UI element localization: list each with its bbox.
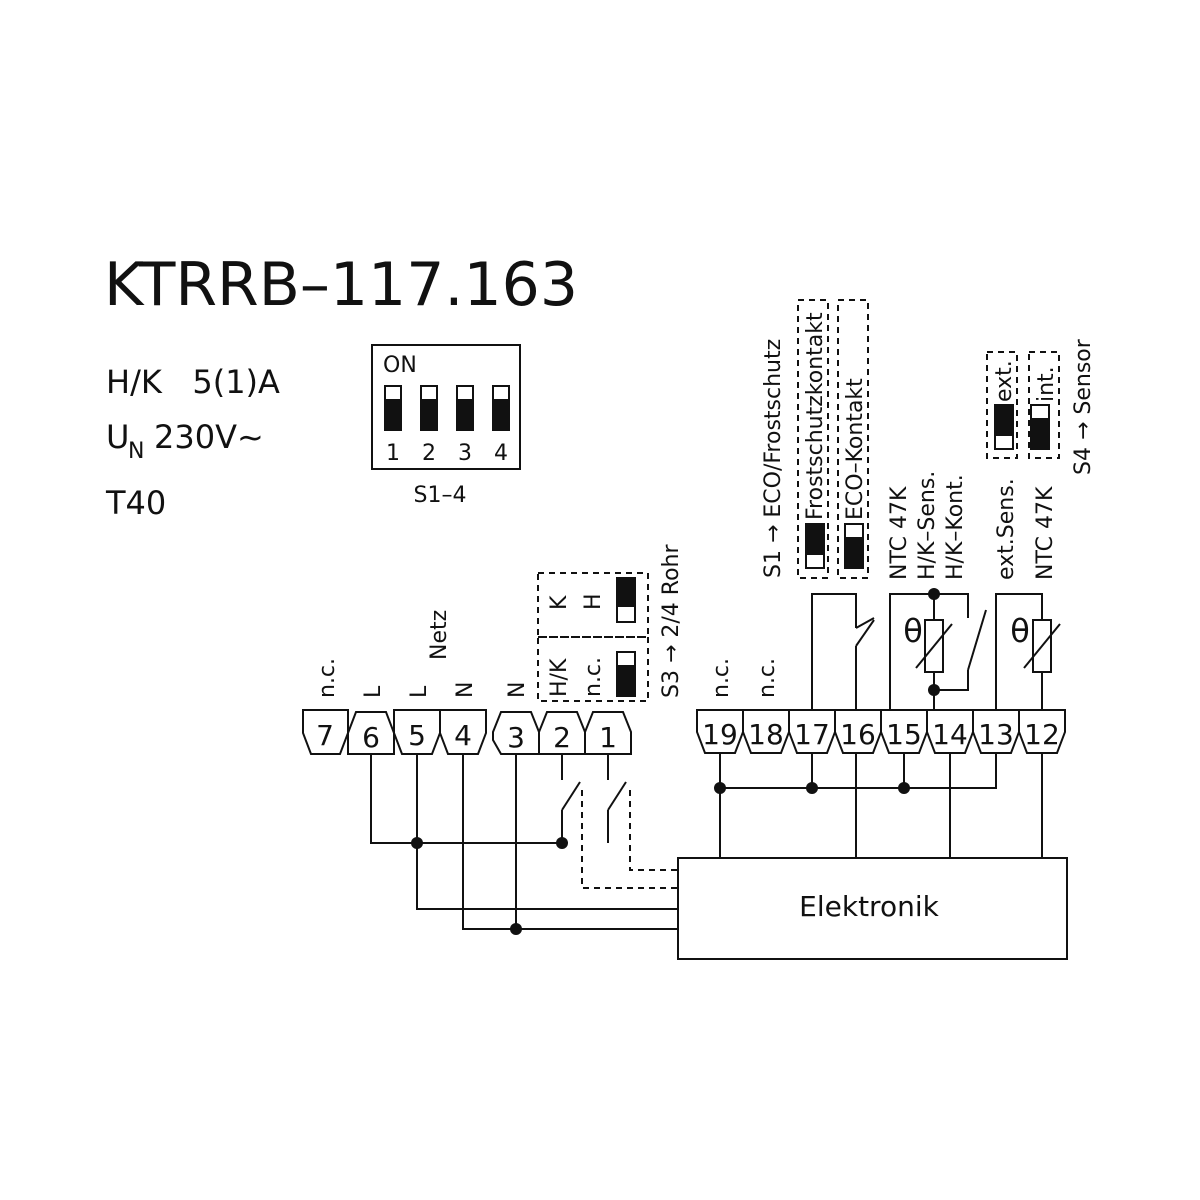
s4-switch: ext. int. S4 → Sensor <box>986 338 1096 475</box>
label-terminal-19: n.c. <box>709 658 734 698</box>
ext-sens-label: ext.Sens. <box>994 478 1019 580</box>
dip-switch-frame <box>371 344 521 470</box>
terminal-block-left: 7 6 5 4 3 2 1 <box>302 709 632 755</box>
dip-switch-s1-4: ON 1 2 3 4 S1–4 <box>371 344 521 508</box>
s4-int-label: int. <box>1034 366 1059 402</box>
dip-switch-2 <box>420 385 438 431</box>
label-terminal-18: n.c. <box>755 658 780 698</box>
s3-switch: K H H/K n.c. S3 → 2/4 Rohr <box>537 544 684 702</box>
electronics-label: Elektronik <box>799 890 939 923</box>
s3-lower-box <box>537 636 649 702</box>
terminal-15-number: 15 <box>886 718 922 751</box>
terminal-1 <box>584 711 632 755</box>
terminal-18-number: 18 <box>748 718 784 751</box>
model-title: KTRRB–117.163 <box>104 250 578 320</box>
dip-caption: S1–4 <box>414 483 467 508</box>
s4-ext-box <box>986 351 1018 459</box>
voltage-subscript: N <box>128 439 144 464</box>
sensor-ntc-ext-label: NTC 47K <box>1033 486 1058 580</box>
s1-option-a-label: Frostschutzkontakt <box>803 312 828 520</box>
s1-option-b-label: ECO–Kontakt <box>843 378 868 520</box>
terminal-7-number: 7 <box>316 719 334 752</box>
s4-int-box <box>1028 351 1060 459</box>
terminal-12 <box>1018 709 1066 754</box>
terminal-3-number: 3 <box>507 721 525 754</box>
s3-label: S3 → 2/4 Rohr <box>659 544 684 698</box>
wiring-right <box>714 753 1043 858</box>
s1-option-b-slider <box>844 523 864 569</box>
dip-position-1: 1 <box>386 441 400 466</box>
s3-nc-label: n.c. <box>581 657 606 697</box>
terminal-13-number: 13 <box>978 718 1014 751</box>
dip-switch-3 <box>456 385 474 431</box>
s1-option-a-box <box>797 299 829 579</box>
sensor-hk-kont-label: H/K–Kont. <box>943 474 968 580</box>
dip-position-4: 4 <box>494 441 508 466</box>
s1-option-b-box <box>837 299 869 579</box>
dip-switch-1 <box>384 385 402 431</box>
s4-int-slider <box>1030 404 1050 450</box>
dip-position-2: 2 <box>422 441 436 466</box>
s1-label: S1 → ECO/Frostschutz <box>761 339 786 578</box>
contact-17-16 <box>811 593 875 710</box>
sensor-ntc-label: NTC 47K <box>887 486 912 580</box>
temperature-class: T40 <box>105 484 166 522</box>
theta-icon-2: θ <box>1010 612 1030 650</box>
s3-k-label: K <box>547 595 572 610</box>
voltage-value: 230V~ <box>154 418 264 456</box>
rating-text: H/K 5(1)A <box>106 363 280 401</box>
s4-ext-slider <box>994 404 1014 450</box>
terminal-1-number: 1 <box>599 721 617 754</box>
netz-label: Netz <box>427 610 452 660</box>
s1-option-a-slider <box>805 523 825 569</box>
theta-icon: θ <box>903 612 923 650</box>
wiring-left <box>370 754 678 935</box>
terminal-7 <box>302 709 349 755</box>
terminal-2-number: 2 <box>553 721 571 754</box>
terminal-14-number: 14 <box>932 718 968 751</box>
s3-lower-slider <box>616 651 636 697</box>
terminal-5-number: 5 <box>408 719 426 752</box>
terminal-block-right: 19 18 17 16 15 14 13 12 <box>696 709 1066 754</box>
label-terminal-7: n.c. <box>315 658 340 698</box>
voltage-symbol: U <box>106 418 129 456</box>
dip-switch-4 <box>492 385 510 431</box>
terminal-16-number: 16 <box>840 718 876 751</box>
terminal-12-number: 12 <box>1024 718 1060 751</box>
sensor-hk-sens-label: H/K–Sens. <box>915 471 940 580</box>
sensor-15-14: θ <box>889 588 987 710</box>
label-terminal-5: L <box>407 685 432 698</box>
terminal-4 <box>439 709 487 755</box>
s3-upper-box <box>537 572 649 638</box>
s3-h-label: H <box>581 593 606 610</box>
sensor-13-12: θ <box>995 593 1061 710</box>
terminal-4-number: 4 <box>454 719 472 752</box>
terminal-6-number: 6 <box>362 721 380 754</box>
label-terminal-6: L <box>361 685 386 698</box>
s1-switch: S1 → ECO/Frostschutz Frostschutzkontakt … <box>761 299 869 579</box>
label-terminal-4: N <box>453 682 478 698</box>
label-terminal-3: N <box>505 682 530 698</box>
s4-label: S4 → Sensor <box>1071 338 1096 475</box>
s3-upper-slider <box>616 577 636 623</box>
terminal-17-number: 17 <box>794 718 830 751</box>
dip-position-3: 3 <box>458 441 472 466</box>
dip-on-label: ON <box>383 353 417 378</box>
terminal-19-number: 19 <box>702 718 738 751</box>
s3-hk-label: H/K <box>547 658 572 697</box>
s4-ext-label: ext. <box>992 360 1017 402</box>
